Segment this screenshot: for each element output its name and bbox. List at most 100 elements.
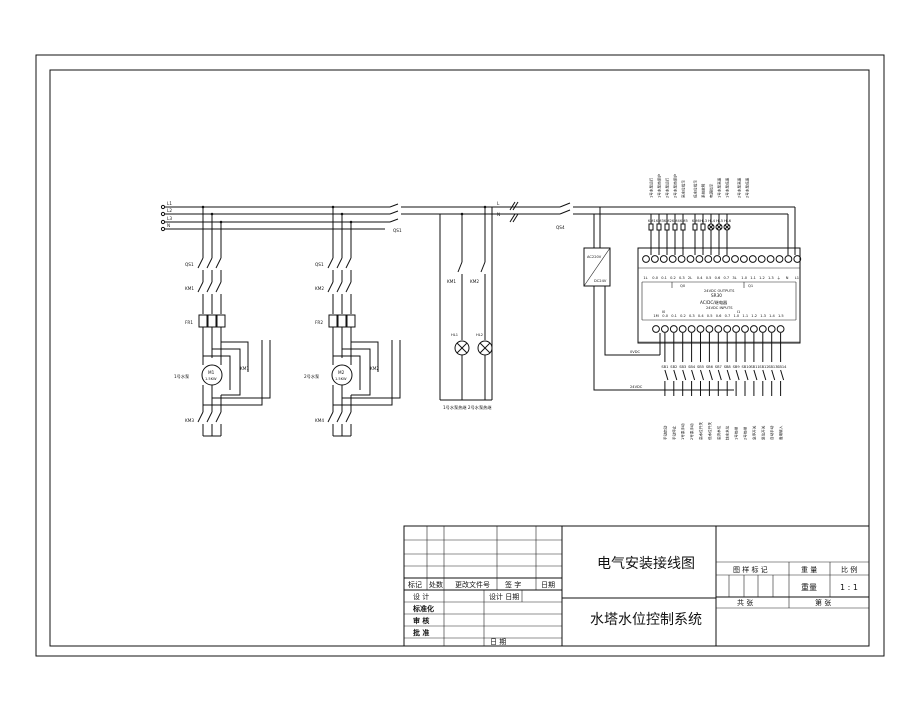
- input-terminal-label: 1.0: [734, 314, 740, 318]
- input-signal-label: 手动停止: [671, 425, 676, 440]
- output-terminal: [704, 255, 713, 263]
- output-terminal-label: 0.6: [715, 276, 721, 280]
- role-design: 设 计: [413, 592, 429, 601]
- output-terminal-label: ⏚: [777, 275, 781, 280]
- motor-2-star-label: KM4: [315, 418, 324, 423]
- role-standard: 标准化: [412, 604, 434, 613]
- input-device-label: SB13: [768, 365, 777, 369]
- motor-2-label: 2号水泵: [304, 373, 319, 380]
- output-terminal: [722, 255, 730, 263]
- input-terminal-label: 1.2: [751, 314, 757, 318]
- dc-0v-label: 0VDC: [630, 350, 641, 354]
- output-terminal: [713, 255, 722, 263]
- input-signal-label: 2号泵手动: [689, 423, 694, 440]
- indicator-contact-2-label: KM2: [470, 279, 479, 284]
- output-signal-label: 高水位指示: [681, 180, 686, 198]
- plc-model-sub: AC/DC/继电器: [700, 299, 728, 306]
- input-device-label: SB7: [715, 365, 722, 369]
- sheet-number: 第 张: [815, 598, 831, 607]
- output-terminal: [659, 255, 668, 263]
- input-device-label: SB12: [759, 365, 768, 369]
- motor-1-breaker-label: QS1: [185, 262, 194, 267]
- phase-label-l2: L2: [167, 208, 172, 213]
- output-terminal-label: 3L: [732, 276, 736, 280]
- output-terminal-label: 0.5: [706, 276, 712, 280]
- sheet-outer-border: [35, 54, 885, 657]
- coil-icon: [692, 223, 698, 231]
- q0-label: Q0: [680, 284, 686, 288]
- motor-2-rating: 1.5KW: [335, 377, 347, 381]
- indicator-caption: 1号水泵热继 2号水泵热继: [443, 404, 492, 411]
- coil-icon: [664, 223, 670, 231]
- output-terminal-label: 1.2: [759, 276, 765, 280]
- output-device-label: KM1: [648, 219, 656, 223]
- phase-label-l3: L3: [167, 216, 172, 221]
- input-terminal: [750, 325, 758, 333]
- output-terminal: [695, 255, 704, 263]
- output-signal-label: 1号水泵运行: [649, 177, 654, 198]
- switch-icon: [735, 369, 740, 381]
- output-device-label: KM4: [672, 219, 680, 223]
- output-signal-label: 2号水泵热保护: [673, 174, 678, 198]
- output-signal-label: 电源指示: [709, 183, 714, 198]
- input-signal-label: 备用输入: [778, 425, 783, 440]
- input-terminal-label: 0.2: [680, 314, 686, 318]
- input-terminal: [758, 325, 767, 333]
- sheet-inner-border: [49, 69, 870, 647]
- motor-1-overload-label: FR1: [185, 320, 193, 325]
- input-terminal: [723, 325, 732, 333]
- input-terminal: [669, 325, 678, 333]
- coil-icon: [648, 223, 654, 231]
- output-terminal-label: 0.3: [679, 276, 685, 280]
- output-terminal: [731, 255, 739, 263]
- input-signal-label: 复位开关: [760, 425, 765, 440]
- output-device-label: KM3: [656, 219, 664, 223]
- input-terminal-label: 0.3: [689, 314, 695, 318]
- weight-value: 重量: [801, 582, 817, 592]
- output-terminal-label: 1.1: [750, 276, 756, 280]
- psu-out-label: DC24V: [594, 279, 607, 283]
- project-name: 水塔水位控制系统: [590, 612, 702, 628]
- switch-icon: [726, 369, 731, 381]
- switch-icon: [753, 369, 758, 381]
- output-terminal: [686, 255, 695, 263]
- role-approve: 批 准: [413, 628, 429, 637]
- output-signal-label: 1号水泵高速: [717, 177, 722, 198]
- input-terminal: [705, 325, 714, 333]
- psu-in-label: AC220V: [587, 255, 602, 259]
- switch-icon: [700, 369, 704, 381]
- input-signal-label: 手动启动: [662, 425, 667, 440]
- input-device-label: SB10: [742, 365, 752, 369]
- input-signal-label: 低水位开关: [707, 422, 712, 440]
- switch-icon: [744, 369, 749, 381]
- output-device-label: KM2: [664, 219, 672, 223]
- dc-24v-label: 24VDC: [630, 385, 643, 389]
- output-device-label: KM5: [680, 219, 688, 223]
- output-terminal: [677, 255, 686, 263]
- input-device-label: SB14: [777, 365, 787, 369]
- output-signal-label: 2号水泵运行: [665, 177, 670, 198]
- output-terminal: [784, 255, 793, 263]
- power-circuit: L1 L2 L3 N QS1 QS1 KM1 FR1: [160, 201, 520, 437]
- motor-2-branch: QS1 KM2 FR2 M2 1.5KW 2号水泵 KM2 KM4: [304, 205, 401, 437]
- input-signal-label: 溢流水位: [716, 425, 721, 440]
- motor-2-id: M2: [338, 370, 345, 375]
- motor-2-overload-label: FR2: [315, 320, 323, 325]
- input-device-label: SB9: [733, 365, 741, 369]
- output-terminal: [757, 255, 766, 263]
- scale-header: 比 例: [841, 565, 857, 574]
- output-terminal: [748, 255, 757, 263]
- output-terminal-label: 0.7: [724, 276, 730, 280]
- input-terminal-label: 0.1: [671, 314, 677, 318]
- coil-icon: [656, 223, 662, 231]
- input-terminal: [678, 325, 687, 333]
- switch-icon: [762, 369, 767, 381]
- output-terminal-label: 2L: [688, 276, 692, 280]
- input-terminal-label: 0.7: [725, 314, 731, 318]
- rev-header-mark: 标记: [408, 580, 422, 589]
- motor-1-contactor-label: KM1: [185, 286, 194, 291]
- sheets-total: 共 张: [737, 598, 753, 607]
- output-terminal: [766, 255, 775, 263]
